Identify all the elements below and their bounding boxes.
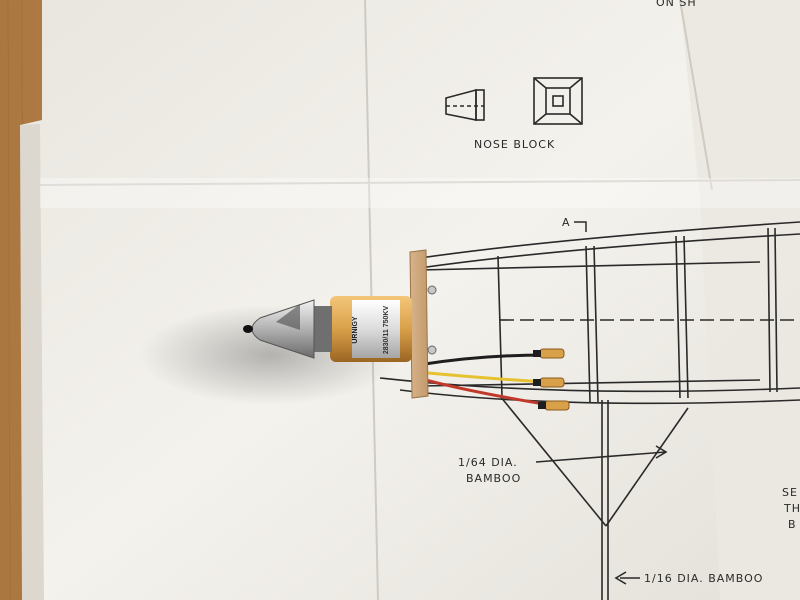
tape-strip: [40, 178, 800, 208]
section-marker: A: [562, 216, 571, 229]
nose-block-label: NOSE BLOCK: [474, 138, 555, 151]
bullet-connectors: [533, 348, 570, 411]
bamboo-164-callout-line1: 1/64 DIA.: [458, 456, 518, 469]
nose-block-drawing: [445, 77, 583, 125]
motor: URNIGY 2830/11 750KV: [312, 296, 412, 362]
fuselage-drawing: [379, 221, 800, 600]
right-partial-text-3: B: [788, 518, 797, 531]
spinner-tip: [243, 325, 253, 333]
right-partial-text-2: TH: [783, 502, 800, 515]
spinner-cutout: [276, 304, 300, 330]
prop-adapter: [312, 306, 332, 352]
bamboo-116-callout: 1/16 DIA. BAMBOO: [644, 572, 763, 585]
section-arrow: [574, 221, 587, 232]
motor-wires: [416, 353, 552, 407]
motor-model-label: 2830/11 750KV: [383, 306, 390, 355]
bamboo-164-callout-line2: BAMBOO: [466, 472, 521, 485]
firewall-mount: [409, 249, 429, 399]
top-partial-text: ON SH: [656, 0, 697, 9]
mount-bolts: [427, 285, 437, 355]
motor-brand-label: URNIGY: [352, 316, 359, 344]
plan-sheet-right: [680, 0, 800, 600]
right-partial-text-1: SE: [782, 486, 798, 499]
paper-edge: [20, 124, 44, 600]
motor-label-band: [352, 300, 400, 358]
